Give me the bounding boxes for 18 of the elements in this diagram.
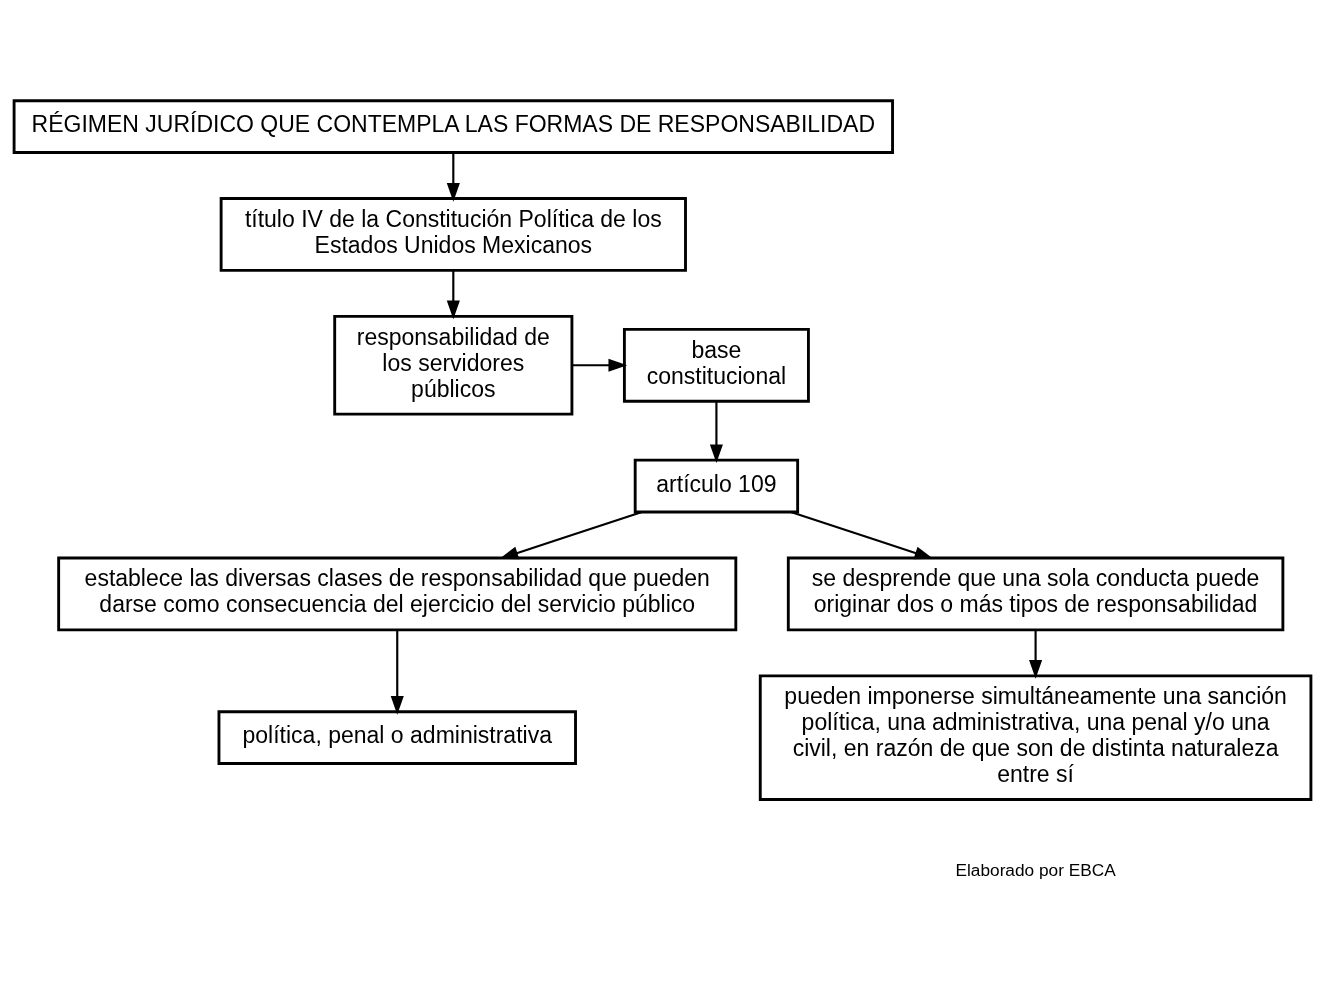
arrow [390, 630, 404, 715]
node-box: base constitucional [622, 327, 810, 403]
arrow [446, 152, 460, 202]
arrow [572, 358, 628, 372]
node-box: se desprende que una sola conducta puede originar dos o más tipos de responsabilidad [786, 556, 1285, 632]
node-box: responsabilidad de los servidores públicos [333, 314, 574, 416]
arrow [1029, 630, 1043, 679]
arrow [790, 510, 934, 560]
node-box: establece las diversas clases de responsabilidad que pueden darse como consecuencia del ejercicio del servicio público [57, 556, 738, 632]
node-box: título IV de la Constitución Política de los Estados Unidos Mexicanos [219, 197, 687, 272]
arrow [446, 270, 460, 320]
node-box: RÉGIMEN JURÍDICO QUE CONTEMPLA LAS FORMAS DE RESPONSABILIDAD [12, 99, 894, 154]
node-box: política, penal o administrativa [217, 710, 577, 765]
node-box: pueden imponerse simultáneamente una sanción política, una administrativa, una penal y/o una civil, en razón de que son de distinta naturaleza entre sí [758, 674, 1313, 801]
arrow [709, 401, 723, 464]
node-box: artículo 109 [633, 458, 800, 514]
label: Elaborado por EBCA [955, 859, 1116, 880]
arrow [499, 510, 643, 560]
